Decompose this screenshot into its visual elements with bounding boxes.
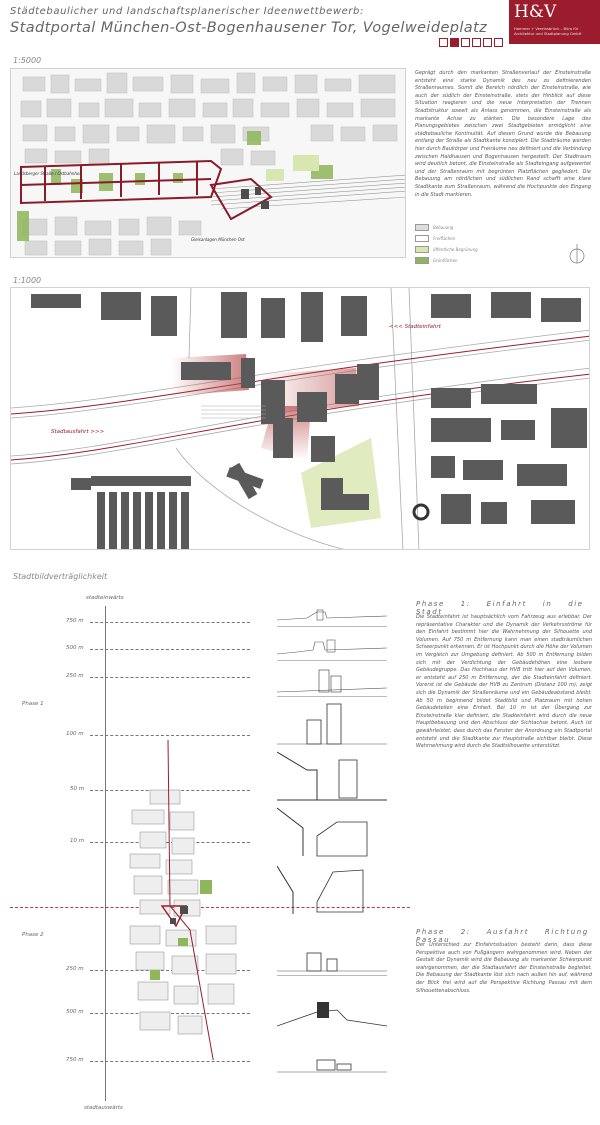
silhouette-250-drawing: [276, 669, 388, 693]
legend-swatch: [415, 235, 429, 242]
site-plan-5000-drawing: Landsberger Straße / Ostbahnhof Gleisanl…: [11, 69, 405, 257]
legend-item: Grünflächen: [415, 255, 505, 266]
level-label: 500 m: [66, 1009, 84, 1015]
phase1-label: Phase 1: [22, 701, 44, 707]
page-marker: [439, 38, 503, 47]
competition-subtitle: Städtebaulicher und landschaftsplanerisc…: [10, 6, 364, 17]
silhouette-100-drawing: [277, 703, 387, 745]
level-label: 10 m: [70, 838, 85, 844]
legend-item: Freiflächen: [415, 233, 505, 244]
logo-subtext: Hammer + Vereinsbrück – Büro für Archite…: [514, 27, 582, 36]
silhouette-50: [276, 750, 387, 802]
silhouette-250: [276, 664, 388, 697]
silhouette-100: [277, 700, 387, 748]
scale-label-5000: 1:5000: [13, 56, 42, 65]
silhouette-0-drawing: [276, 865, 364, 914]
level-label: 50 m: [70, 786, 85, 792]
legend-label: Bebauung: [433, 225, 454, 230]
brand-logo: H&V Hammer + Vereinsbrück – Büro für Arc…: [509, 0, 600, 44]
north-arrow-icon: [569, 244, 585, 264]
site-plan-1000: <<< Stadteinfahrt Stadtausfahrt >>>: [10, 287, 590, 550]
site-plan-5000: Landsberger Straße / Ostbahnhof Gleisanl…: [10, 68, 406, 258]
level-line: [90, 842, 250, 843]
level-label: 750 m: [66, 618, 84, 624]
page-marker-square: [461, 38, 470, 47]
scale-label-1000: 1:1000: [13, 276, 42, 285]
level-line: [90, 735, 250, 736]
level-label: 100 m: [66, 731, 84, 737]
legend-item: öffentliche Begrünung: [415, 244, 505, 255]
phase2-label: Phase 2: [22, 932, 44, 938]
label-stadteinfahrt: <<< Stadteinfahrt: [389, 324, 442, 330]
legend-swatch: [415, 246, 429, 253]
silhouette-out-250-drawing: [277, 952, 387, 972]
site-plan-1000-drawing: <<< Stadteinfahrt Stadtausfahrt >>>: [11, 288, 589, 549]
level-line: [90, 649, 250, 650]
phase2-text: Der Unterschied zur Einfahrtsituation be…: [416, 942, 592, 994]
page-marker-square: [439, 38, 448, 47]
legend-label: Freiflächen: [433, 236, 456, 241]
legend-label: Grünflächen: [433, 258, 458, 263]
section-title-stadtbild: Stadtbildverträglichkeit: [13, 572, 108, 581]
page-title: Stadtportal München-Ost-Bogenhausener To…: [10, 20, 488, 36]
page-marker-square: [472, 38, 481, 47]
silhouette-out-750: [277, 1048, 387, 1076]
silhouette-out-500: [276, 990, 388, 1030]
legend-swatch: [415, 257, 429, 264]
level-label: 750 m: [66, 1057, 84, 1063]
map-label-gleis: Gleisanlagen München Ost: [191, 237, 245, 242]
silhouette-0: [276, 862, 387, 918]
legend-label: öffentliche Begrünung: [433, 247, 478, 252]
sequence-axis: [105, 606, 106, 1101]
silhouette-50-drawing: [276, 751, 387, 801]
phase1-heading: Phase 1: Einfahrt in die Stadt: [416, 600, 584, 616]
silhouette-500-drawing: [276, 639, 388, 655]
silhouette-10: [276, 806, 387, 858]
silhouette-out-750-drawing: [277, 1059, 387, 1073]
silhouette-750-drawing: [276, 609, 388, 621]
level-label: 250 m: [66, 966, 84, 972]
label-stadtausfahrt: Stadtausfahrt >>>: [51, 429, 105, 435]
phase1-text: Die Stadteinfahrt ist hauptsächlich vom …: [416, 614, 592, 750]
silhouette-out-500-drawing: [276, 1002, 388, 1027]
axis-top-label: stadteinwärts: [86, 595, 124, 601]
legend-item: Bebauung: [415, 222, 505, 233]
phase2-heading: Phase 2: Ausfahrt Richtung Passau: [416, 928, 589, 944]
map-label-ostbahnhof: Landsberger Straße / Ostbahnhof: [14, 171, 81, 176]
street-sequence-plan: [129, 739, 237, 1060]
silhouette-10-drawing: [276, 807, 368, 857]
level-label: 500 m: [66, 645, 84, 651]
axis-bottom-label: stadtauswärts: [84, 1105, 123, 1111]
phase-divider: [10, 907, 410, 908]
legend-swatch: [415, 224, 429, 231]
page-marker-square: [494, 38, 503, 47]
level-line: [90, 970, 250, 971]
logo-mark: H&V: [514, 2, 557, 22]
map-legend: Bebauung Freiflächen öffentliche Begrünu…: [415, 222, 505, 266]
silhouette-out-250: [277, 945, 387, 976]
intro-text: Geprägt durch den markanten Straßenverla…: [415, 70, 591, 198]
level-line: [90, 1061, 250, 1062]
level-line: [90, 677, 250, 678]
level-line: [90, 622, 250, 623]
level-label: 250 m: [66, 673, 84, 679]
silhouette-500: [276, 630, 388, 661]
page-marker-square: [483, 38, 492, 47]
silhouette-750: [276, 598, 388, 627]
page-marker-square-active: [450, 38, 459, 47]
